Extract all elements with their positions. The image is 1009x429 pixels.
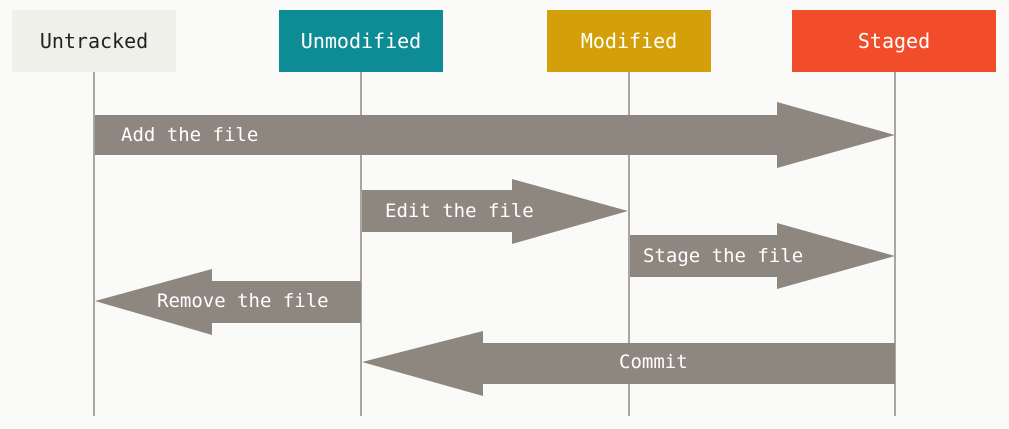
lifeline-untracked [93,72,95,416]
arrow-commit [362,331,895,396]
state-staged-label: Staged [857,29,931,53]
label-remove-the-file: Remove the file [157,290,329,312]
lifeline-modified [628,72,630,416]
state-unmodified-label: Unmodified [300,29,422,53]
arrow-remove-the-file [95,269,361,335]
state-modified-label: Modified [580,29,678,53]
arrow-edit-the-file [362,179,628,244]
label-edit-the-file: Edit the file [385,200,534,222]
arrow-stage-the-file [630,223,895,289]
state-untracked: Untracked [12,10,176,72]
lifeline-staged [894,72,896,416]
label-stage-the-file: Stage the file [643,245,804,267]
state-modified: Modified [547,10,711,72]
arrow-add-the-file [95,102,895,168]
label-add-the-file: Add the file [121,124,259,146]
label-commit: Commit [619,351,688,373]
state-staged: Staged [792,10,996,72]
lifeline-unmodified [360,72,362,416]
state-unmodified: Unmodified [279,10,443,72]
state-untracked-label: Untracked [39,29,149,53]
